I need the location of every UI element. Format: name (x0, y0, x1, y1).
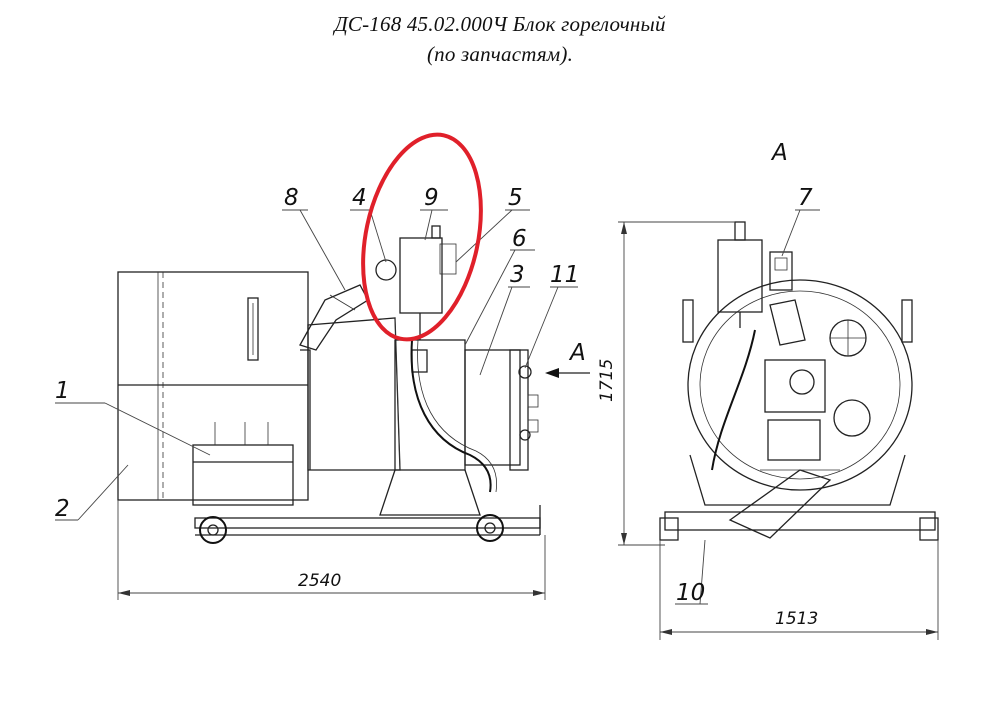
drawing-title: ДС-168 45.02.000Ч Блок горелочный (334, 12, 666, 36)
callout-3: 3 (510, 262, 525, 288)
callout-9: 9 (424, 185, 439, 211)
end-view (659, 221, 939, 541)
dimension-length (117, 500, 546, 600)
callout-8: 8 (284, 185, 299, 211)
callout-6: 6 (512, 226, 527, 252)
dimension-width-label: 1513 (775, 609, 818, 629)
dimension-width (659, 540, 939, 640)
callout-2: 2 (55, 496, 70, 522)
callout-1: 1 (55, 378, 70, 404)
callout-leaders (55, 209, 820, 605)
callout-4: 4 (352, 185, 367, 211)
callout-10: 10 (676, 580, 705, 606)
dimension-height (618, 221, 735, 546)
highlight-ellipse (361, 132, 483, 342)
view-label: А (770, 140, 788, 166)
callout-11: 11 (550, 262, 579, 288)
view-arrow (545, 368, 590, 378)
dimension-height-label: 1715 (597, 359, 617, 402)
callout-7: 7 (798, 185, 813, 211)
side-view (117, 225, 541, 544)
view-arrow-label: А (568, 340, 586, 366)
callout-5: 5 (508, 185, 523, 211)
drawing-subtitle: (по запчастям). (426, 42, 574, 66)
dimension-length-label: 2540 (298, 571, 341, 591)
